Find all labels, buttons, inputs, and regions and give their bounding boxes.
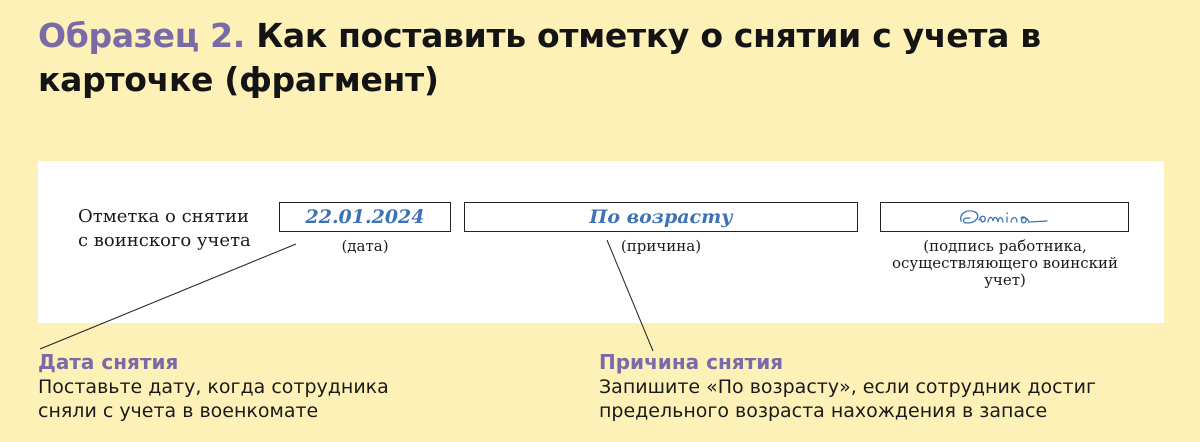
callout-reason-title: Причина снятия xyxy=(599,350,784,374)
sample-number: Образец 2. xyxy=(38,16,245,55)
callout-reason-line1: Запишите «По возрасту», если сотрудник д… xyxy=(599,376,1096,398)
field-label-line1: Отметка о снятии xyxy=(78,206,249,227)
signature-caption-line2: осуществляющего воинский xyxy=(892,254,1118,272)
date-caption: (дата) xyxy=(341,237,389,255)
reason-value: По возрасту xyxy=(589,206,733,228)
field-label-line2: с воинского учета xyxy=(78,230,251,251)
title-text: Как поставить отметку о снятии с учета в… xyxy=(38,16,1041,99)
callout-date-line1: Поставьте дату, когда сотрудника xyxy=(38,376,389,398)
signature-caption-line3: учет) xyxy=(984,271,1026,289)
signature-field xyxy=(880,202,1129,232)
signature-image xyxy=(959,210,1048,224)
callout-date-line2: сняли с учета в военкомате xyxy=(38,400,319,422)
field-label: Отметка о снятии с воинского учета xyxy=(78,205,251,253)
form-fragment: Отметка о снятии с воинского учета 22.01… xyxy=(38,161,1164,323)
date-field: 22.01.2024 xyxy=(279,202,451,232)
page-title: Образец 2. Как поставить отметку о сняти… xyxy=(38,14,1158,102)
signature-caption: (подпись работника, осуществляющего воин… xyxy=(874,238,1136,289)
reason-field: По возрасту xyxy=(464,202,858,232)
callout-reason-line2: предельного возраста нахождения в запасе xyxy=(599,400,1048,422)
callout-date-title: Дата снятия xyxy=(38,350,179,374)
callout-reason: Причина снятия Запишите «По возрасту», е… xyxy=(599,349,1189,423)
signature-caption-line1: (подпись работника, xyxy=(923,237,1087,255)
reason-caption: (причина) xyxy=(620,237,702,255)
date-value: 22.01.2024 xyxy=(305,206,425,228)
callout-date: Дата снятия Поставьте дату, когда сотруд… xyxy=(38,349,498,423)
